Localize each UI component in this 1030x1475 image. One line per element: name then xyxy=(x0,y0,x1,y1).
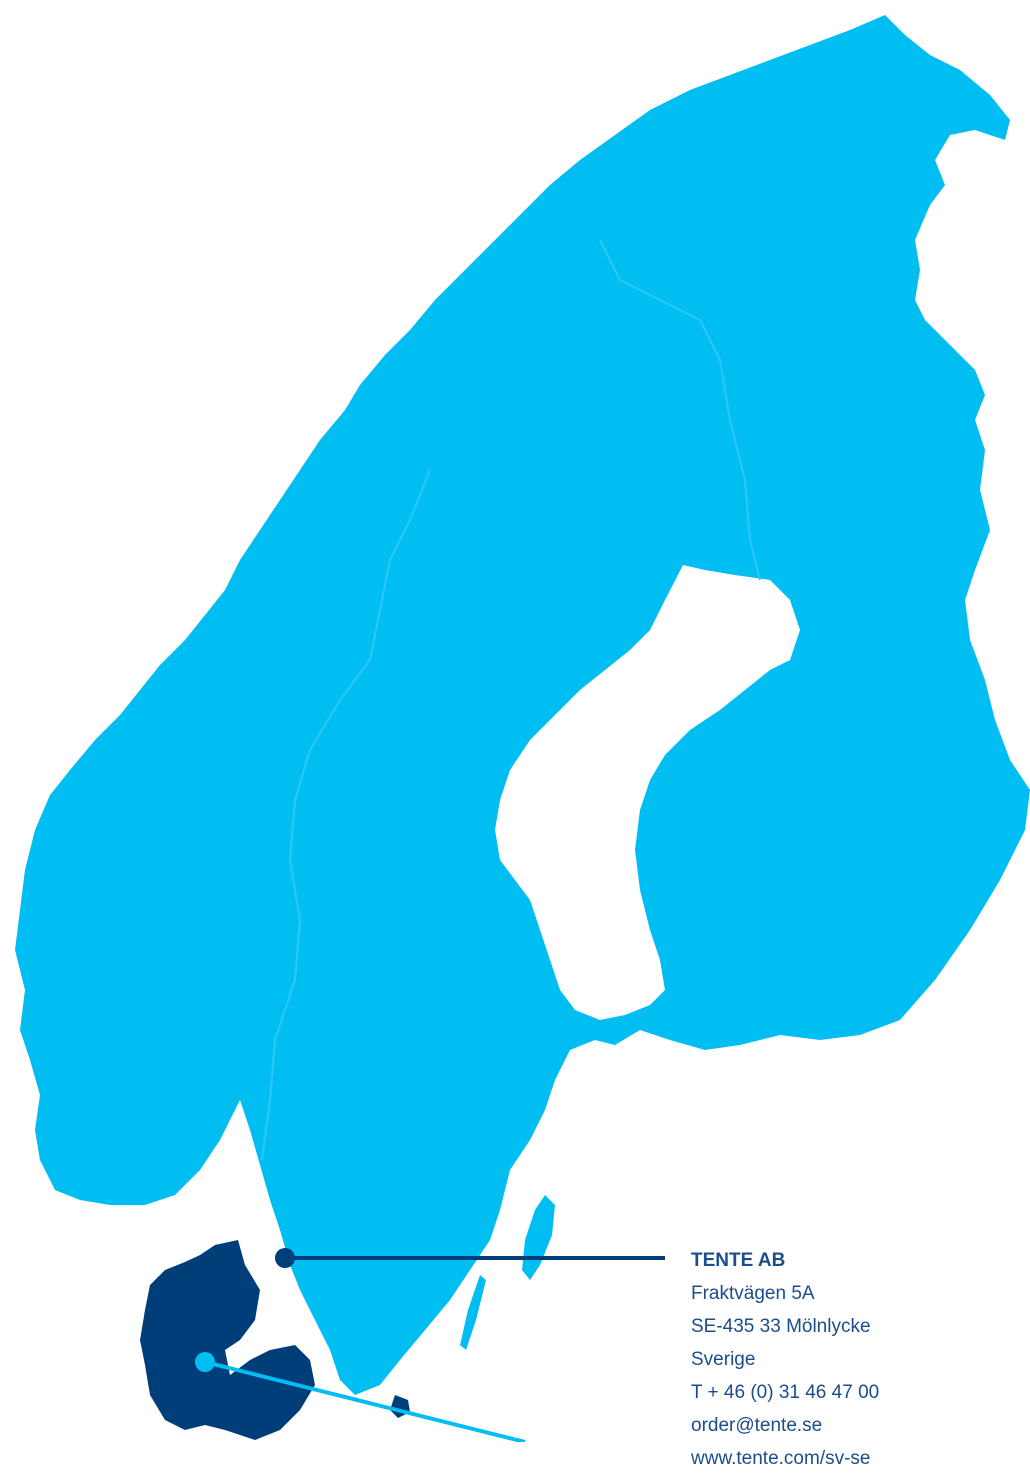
oland-island xyxy=(460,1275,486,1350)
denmark-landmass xyxy=(140,1240,315,1440)
nordic-landmass xyxy=(15,15,1030,1395)
website-address: www.tente.com/sv-se xyxy=(691,1448,871,1469)
gotland-island xyxy=(522,1195,555,1280)
denmark-location-marker xyxy=(195,1352,215,1372)
contact-card: TENTE AB Fraktvägen 5A SE-435 33 Mölnlyc… xyxy=(691,1244,879,1475)
denmark-connector-line xyxy=(204,1360,526,1442)
street-address: Fraktvägen 5A xyxy=(691,1283,815,1304)
email-address: order@tente.se xyxy=(691,1415,823,1436)
office-location-marker xyxy=(275,1248,295,1268)
company-name: TENTE AB xyxy=(691,1250,786,1271)
phone-number: T + 46 (0) 31 46 47 00 xyxy=(691,1382,880,1403)
country-border xyxy=(261,469,431,1161)
country-border xyxy=(599,239,761,581)
postal-address: SE-435 33 Mölnlycke xyxy=(691,1316,871,1337)
scandinavia-map xyxy=(15,15,1030,1442)
country-name: Sverige xyxy=(691,1349,756,1370)
